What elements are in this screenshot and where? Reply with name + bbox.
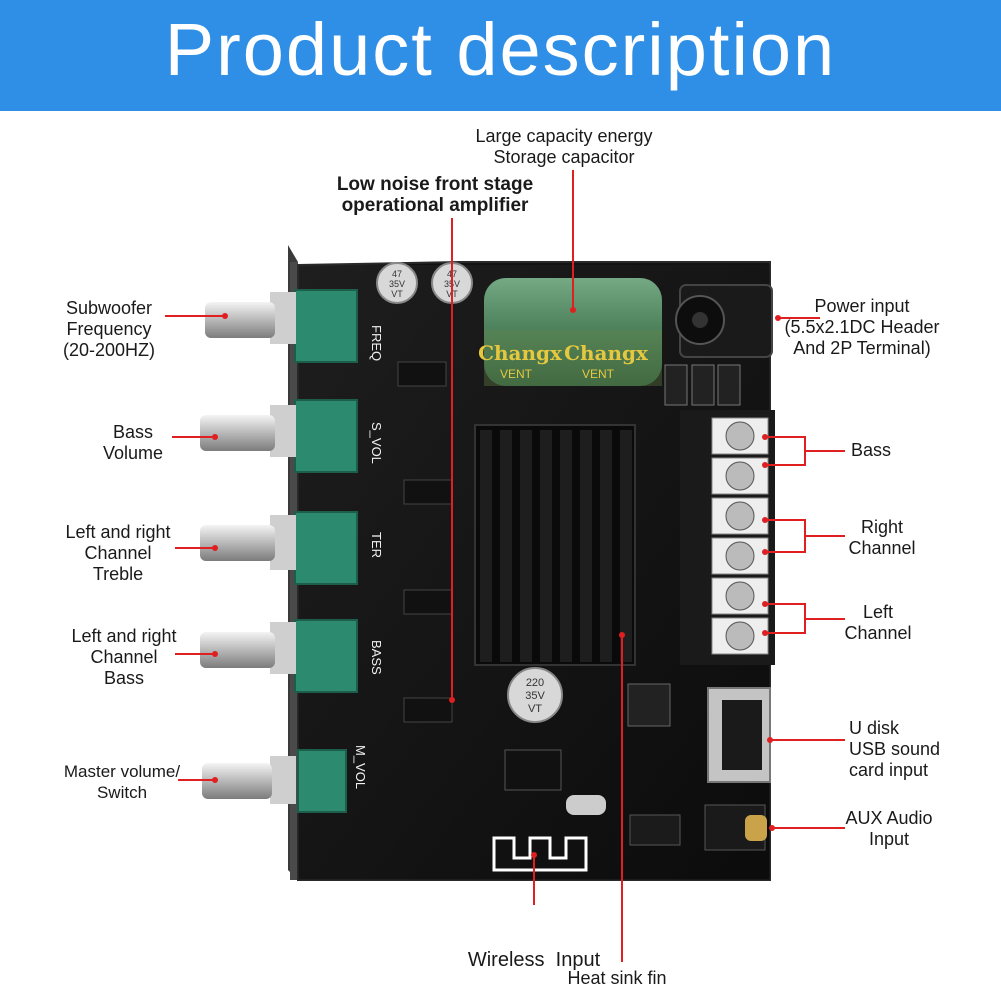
silk-bass: BASS (369, 640, 384, 675)
svg-text:VT: VT (391, 289, 403, 299)
silk-s-vol: S_VOL (369, 422, 384, 464)
aux-jack (704, 804, 767, 851)
label-lr-channel-bass: Left and right Channel Bass (71, 626, 177, 688)
usb-port (707, 687, 771, 783)
svg-text:35V: 35V (389, 279, 405, 289)
svg-text:VENT: VENT (500, 367, 533, 381)
label-treble: Left and right Channel Treble (65, 522, 171, 584)
label-aux-input: AUX Audio Input (845, 808, 933, 849)
capacitor-220: 220 35V VT (507, 667, 563, 723)
pot-master (202, 749, 347, 813)
label-master-volume: Master volume/ Switch (63, 762, 181, 802)
label-wireless-input: Wireless Input (467, 949, 601, 971)
heat-sink (474, 424, 636, 666)
label-left-channel: Left Channel (844, 602, 912, 643)
label-heat-sink: Heat sink fin (567, 968, 667, 988)
small-capacitor-1: 47 35V VT (376, 262, 418, 304)
speaker-terminal-block (680, 410, 775, 665)
label-bass-volume: Bass Volume (102, 422, 164, 463)
label-right-channel: Right Channel (848, 517, 916, 558)
svg-text:Changx: Changx (478, 341, 563, 365)
svg-text:47: 47 (392, 269, 402, 279)
label-usb-input: U disk USB sound card input (849, 718, 941, 780)
svg-text:VT: VT (528, 703, 542, 715)
pot-treble (200, 511, 358, 585)
wireless-antenna (492, 836, 588, 872)
page-title: Product description (164, 8, 837, 91)
label-storage-capacitor: Large capacity energy Storage capacitor (475, 126, 653, 167)
pot-freq (205, 289, 358, 363)
silk-freq: FREQ (369, 325, 384, 361)
pot-s-vol (200, 399, 358, 473)
svg-text:220: 220 (526, 677, 544, 689)
silk-m-vol: M_VOL (353, 745, 368, 789)
header-banner (0, 0, 1001, 111)
svg-text:VENT: VENT (582, 367, 615, 381)
svg-text:Changx: Changx (564, 341, 649, 365)
label-subwoofer-frequency: Subwoofer Frequency (20-200HZ) (62, 298, 156, 360)
label-bass-output: Bass (851, 440, 892, 460)
svg-text:35V: 35V (525, 690, 545, 702)
label-op-amp: Low noise front stage operational amplif… (336, 174, 534, 216)
pot-bass (200, 619, 358, 693)
dc-power-jack (675, 284, 773, 358)
silk-ter: TER (369, 532, 384, 558)
storage-capacitor: Changx Changx VENT VENT (478, 278, 662, 386)
label-power-input: Power input (5.5x2.1DC Header And 2P Ter… (784, 296, 940, 358)
